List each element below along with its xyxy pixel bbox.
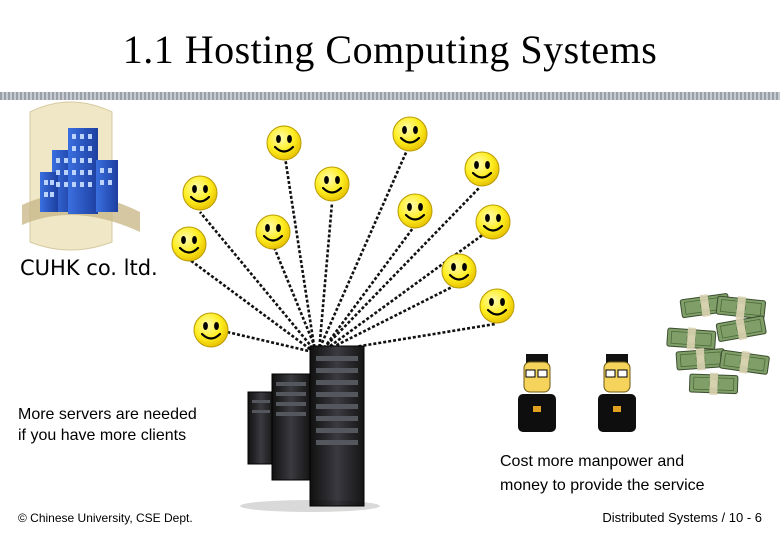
smiley-face-icon	[474, 203, 512, 241]
smiley-face-icon	[391, 115, 429, 153]
smiley-face-icon	[170, 225, 208, 263]
client-connections	[189, 147, 496, 354]
company-label: CUHK co. ltd.	[20, 256, 158, 280]
server-rack-icon	[240, 345, 380, 512]
cost-note: Cost more manpower and money to provide …	[500, 450, 705, 498]
slide-title: 1.1 Hosting Computing Systems	[122, 27, 658, 72]
footer-copyright: © Chinese University, CSE Dept.	[18, 511, 193, 525]
client-smileys	[170, 115, 516, 349]
title-divider	[0, 92, 780, 100]
smiley-face-icon	[396, 192, 434, 230]
smiley-face-icon	[192, 311, 230, 349]
footer-page-number: Distributed Systems / 10 - 6	[602, 510, 762, 525]
cost-note-line: money to provide the service	[500, 477, 705, 494]
smiley-face-icon	[313, 165, 351, 203]
servers-note-line: if you have more clients	[18, 427, 187, 444]
cost-note-line: Cost more manpower and	[500, 453, 685, 470]
smiley-face-icon	[463, 150, 501, 188]
smiley-face-icon	[478, 287, 516, 325]
building-icon	[22, 101, 140, 251]
smiley-face-icon	[265, 124, 303, 162]
smiley-face-icon	[440, 252, 478, 290]
servers-note: More servers are needed if you have more…	[18, 404, 197, 446]
money-stack-icon	[666, 290, 771, 397]
support-staff-icon	[518, 354, 636, 432]
smiley-face-icon	[181, 174, 219, 212]
smiley-face-icon	[254, 213, 292, 251]
servers-note-line: More servers are needed	[18, 406, 197, 423]
